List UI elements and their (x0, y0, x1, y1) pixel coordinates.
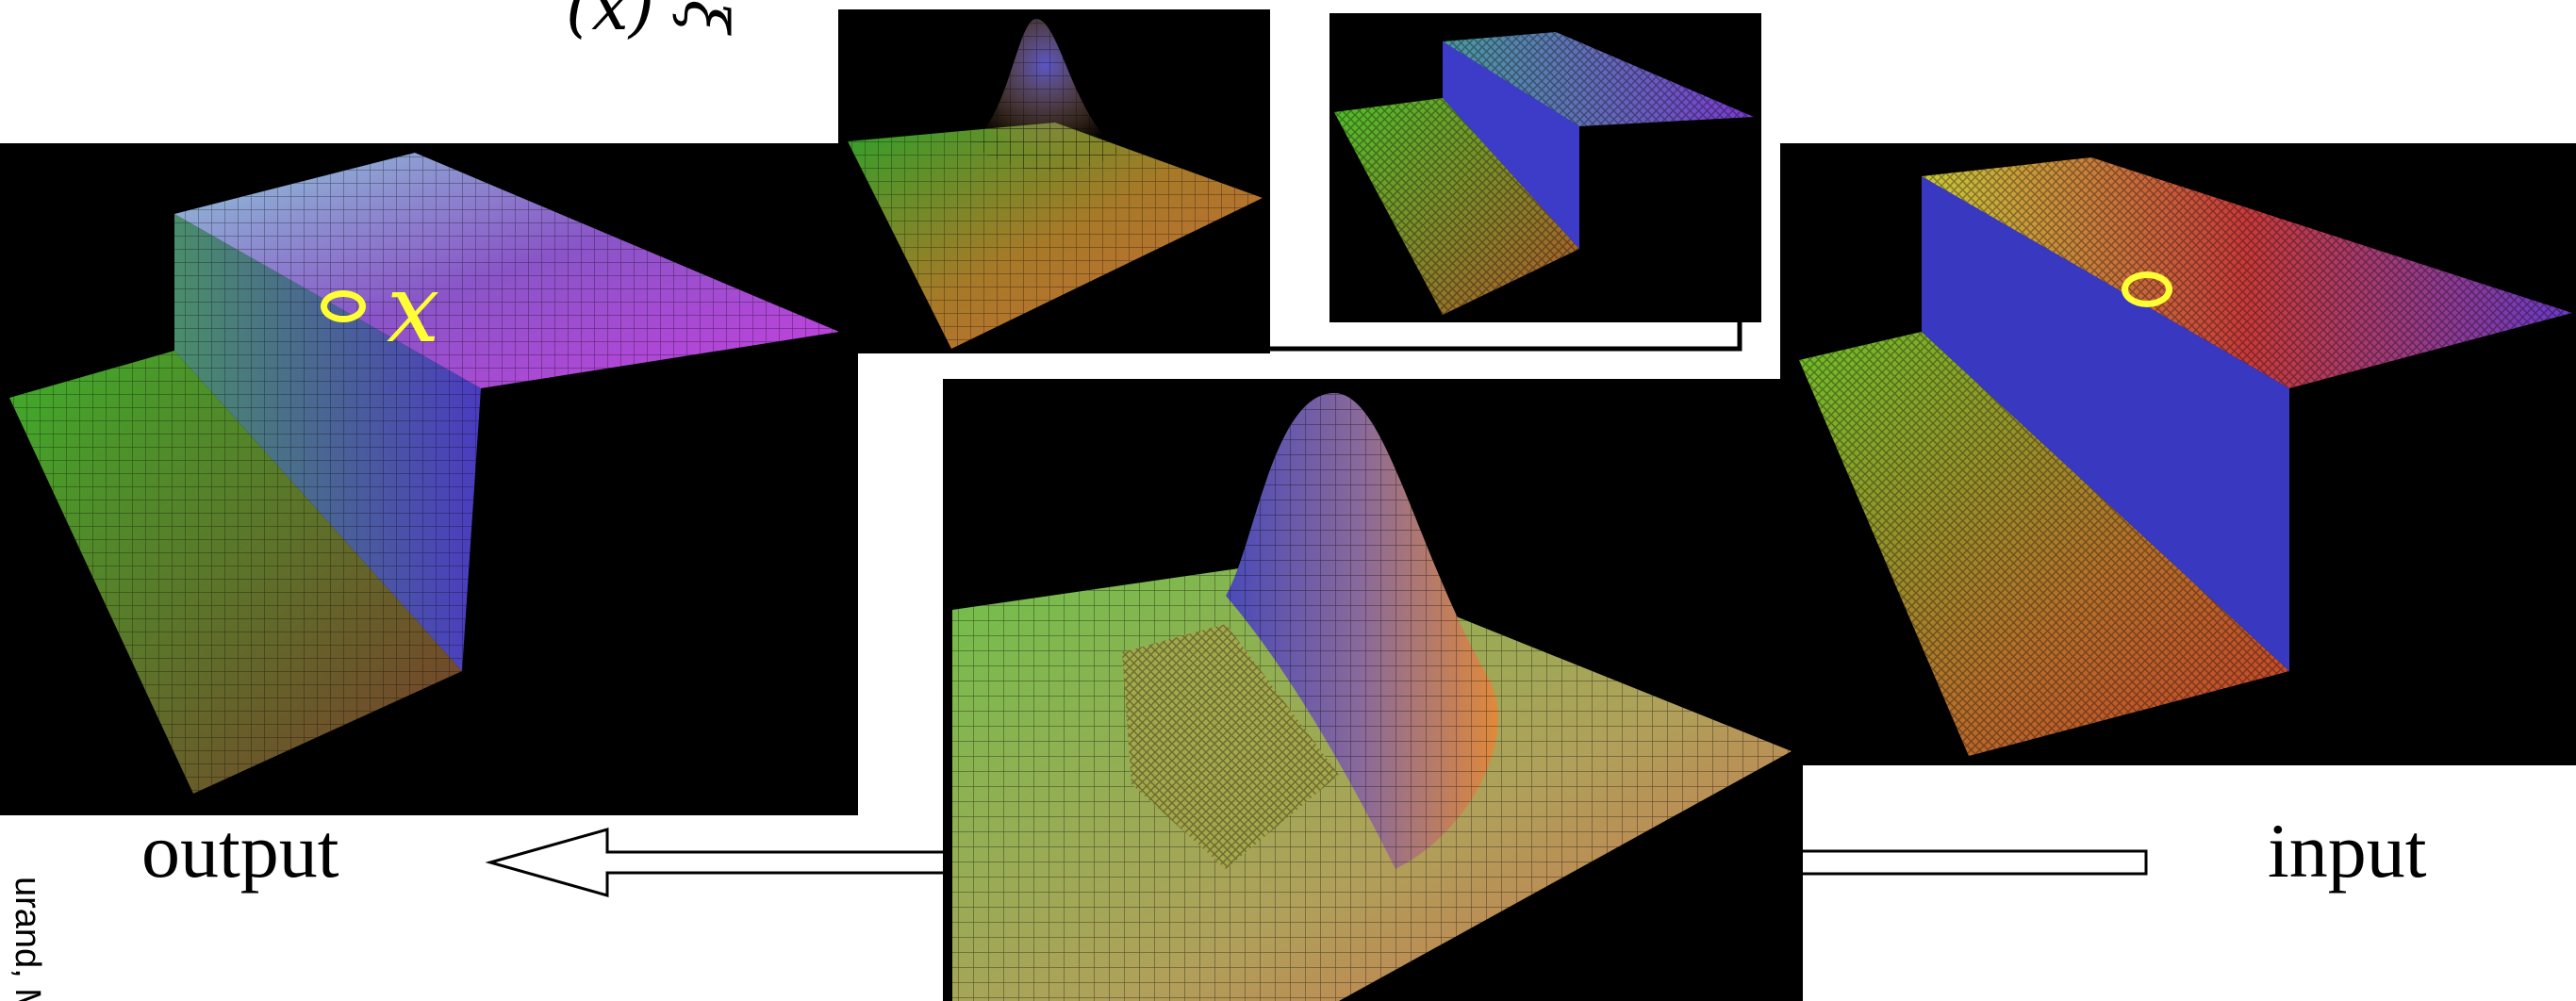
noisy-step-panel (1329, 13, 1761, 322)
x-symbol: x (387, 254, 440, 364)
noisy-step-wall (1443, 41, 1579, 249)
output-surface-plot (9, 153, 839, 794)
output-arrow-icon (485, 828, 949, 897)
connector-line (1263, 322, 1742, 352)
input-label: input (2268, 808, 2427, 894)
input-surface-plot (1799, 157, 2572, 756)
input-ring-marker-icon (2122, 271, 2172, 307)
gaussian-surface-plot (848, 19, 1263, 349)
input-arrow-shaft (1790, 849, 2148, 876)
product-surface-plot (952, 393, 1792, 1001)
math-fragment-left: (x) (566, 0, 655, 45)
product-surface-panel (943, 379, 1803, 1001)
output-surface-panel (0, 143, 858, 815)
gaussian-kernel-panel (838, 9, 1270, 353)
noisy-step-plot (1334, 32, 1754, 315)
math-fragment-rotated: ξ (670, 0, 740, 34)
credit-text: urand, MIT (8, 877, 47, 1001)
output-label: output (141, 808, 339, 894)
input-step-wall (1922, 176, 2289, 671)
input-surface-panel (1780, 143, 2576, 765)
ring-marker-icon (321, 290, 366, 322)
